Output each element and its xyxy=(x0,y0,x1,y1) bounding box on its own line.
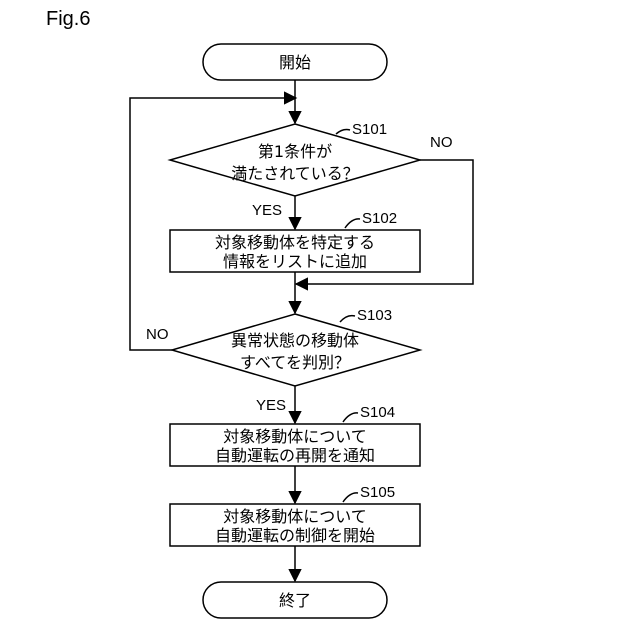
s104-line-2: 自動運転の再開を通知 xyxy=(215,446,375,465)
s103-step-label: S103 xyxy=(357,307,392,324)
s101-step-label: S101 xyxy=(352,121,387,138)
s103-line-1: 異常状態の移動体 xyxy=(231,331,359,350)
s104-step-label: S104 xyxy=(360,404,395,421)
s102-step-label: S102 xyxy=(362,210,397,227)
s102-line-2: 情報をリストに追加 xyxy=(223,252,367,271)
s101-no-label: NO xyxy=(430,134,453,151)
s101-line-2: 満たされている？ xyxy=(231,164,359,183)
start-label: 開始 xyxy=(279,53,311,72)
s101-line-1: 第1条件が xyxy=(258,142,332,161)
s105-step-leader xyxy=(343,493,358,502)
s104-line-1: 対象移動体について xyxy=(223,427,367,446)
s102-step-leader xyxy=(345,219,360,228)
s103-yes-label: YES xyxy=(256,397,286,414)
s101-step-leader xyxy=(336,130,350,135)
s104-step-leader xyxy=(343,413,358,422)
s102-line-1: 対象移動体を特定する xyxy=(215,233,375,252)
s105-line-2: 自動運転の制御を開始 xyxy=(215,526,375,545)
s105-step-label: S105 xyxy=(360,484,395,501)
s101-yes-label: YES xyxy=(252,202,282,219)
s105-line-1: 対象移動体について xyxy=(223,507,367,526)
s103-decision xyxy=(172,314,420,386)
s103-line-2: すべてを判別？ xyxy=(240,353,350,372)
s103-step-leader xyxy=(340,316,355,322)
s103-no-label: NO xyxy=(146,326,169,343)
end-label: 終了 xyxy=(279,591,311,610)
